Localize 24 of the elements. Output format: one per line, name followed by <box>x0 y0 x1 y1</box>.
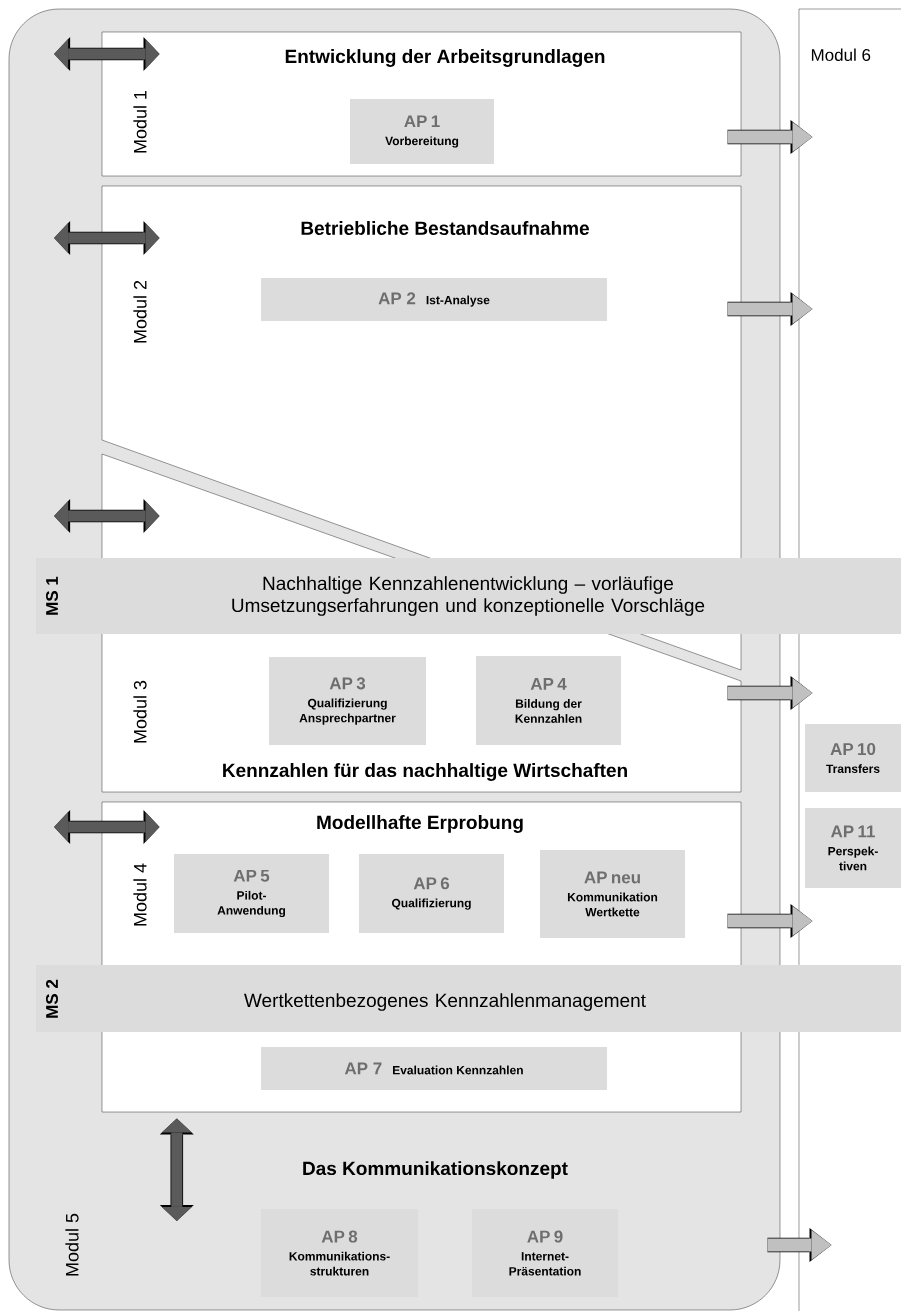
block-arrow <box>159 1118 194 1221</box>
milestone-band: MS 2 Wertkettenbezogenes Kennzahlenmanagement <box>36 965 901 1032</box>
work-package-box: AP 3 Qualifizierung Ansprechpartner <box>269 657 426 745</box>
work-package-box: AP 11 Perspek- tiven <box>805 808 901 888</box>
work-package-box: AP 10 Transfers <box>805 724 901 792</box>
work-package-box: AP 5 Pilot- Anwendung <box>174 854 329 933</box>
work-package-box: AP 4 Bildung der Kennzahlen <box>476 656 621 745</box>
work-package-box: AP 9 Internet- Präsentation <box>472 1209 618 1297</box>
work-package-box: AP neu Kommunikation Wertkette <box>540 850 685 938</box>
work-package-box: AP 8 Kommunikations- strukturen <box>261 1209 418 1297</box>
block-arrow <box>54 221 160 255</box>
milestone-band: MS 1 Nachhaltige Kennzahlenentwicklung – vorläufige Umsetzungserfahrungen und konzeptionelle Vorschläge <box>36 558 901 634</box>
block-arrow <box>727 120 813 154</box>
block-arrow <box>54 810 160 844</box>
block-arrow <box>727 676 813 710</box>
block-arrow <box>727 904 813 938</box>
block-arrow <box>54 499 160 533</box>
block-arrow <box>727 292 813 326</box>
work-package-box: AP 1 Vorbereitung <box>350 99 494 164</box>
block-arrow <box>767 1228 832 1262</box>
work-package-box: AP 2 Ist-Analyse <box>261 278 607 321</box>
block-arrow <box>54 37 160 71</box>
work-package-box: AP 6 Qualifizierung <box>359 854 504 933</box>
work-package-box: AP 7 Evaluation Kennzahlen <box>261 1047 607 1090</box>
